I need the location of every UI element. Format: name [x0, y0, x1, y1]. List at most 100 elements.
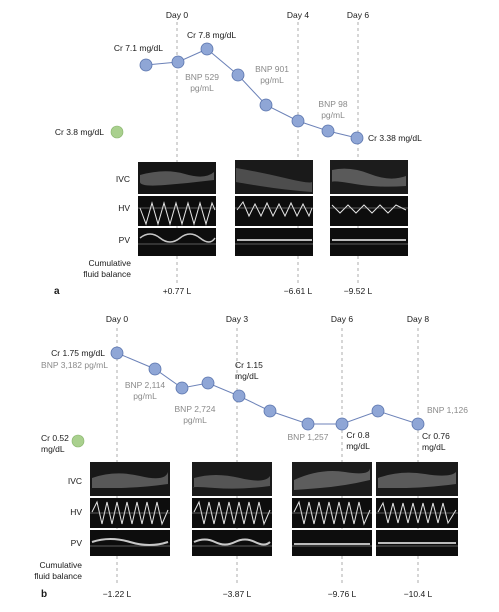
ivc-vessel: [377, 472, 456, 488]
data-point: [335, 417, 349, 431]
bnp-label: BNP 1,257: [288, 432, 329, 442]
pv-waveform: [193, 538, 271, 546]
row-label-pv: PV: [71, 538, 83, 548]
ultrasound-column: [90, 462, 170, 556]
data-point: [200, 42, 214, 56]
cr-label: mg/dL: [235, 371, 259, 381]
data-point: [148, 362, 162, 376]
data-point: [411, 417, 425, 431]
data-point: [321, 124, 335, 138]
ivc-vessel: [193, 475, 270, 489]
ivc-vessel: [235, 168, 312, 192]
fluid-balance-label: Cumulative: [39, 560, 82, 570]
panel-a: Day 0 Day 4 Day 6 Cr 7.1 mg/dL Cr 7.8 mg…: [54, 10, 422, 297]
data-point: [110, 346, 124, 360]
pv-doppler-image: [330, 228, 408, 256]
cr-label: Cr 7.1 mg/dL: [114, 43, 163, 53]
data-point: [291, 114, 305, 128]
data-point: [259, 98, 273, 112]
bnp-label: BNP 2,724: [175, 404, 216, 414]
hv-doppler-image: [330, 196, 408, 226]
data-point: [232, 389, 246, 403]
cr-label: Cr 1.15: [235, 360, 263, 370]
fluid-balance-label: Cumulative: [88, 258, 131, 268]
day-label: Day 3: [226, 314, 248, 324]
trend-markers: [110, 346, 425, 431]
bnp-label: BNP 529: [185, 72, 219, 82]
pv-doppler-image: [138, 228, 216, 256]
day-label: Day 6: [331, 314, 353, 324]
data-point: [371, 404, 385, 418]
bnp-label: BNP 901: [255, 64, 289, 74]
panel-label: a: [54, 286, 60, 297]
fluid-value: −1.22 L: [103, 589, 132, 599]
fluid-value: −6.61 L: [284, 286, 313, 296]
bnp-unit: pg/mL: [190, 83, 214, 93]
row-label-hv: HV: [70, 507, 82, 517]
trend-line: [116, 352, 419, 425]
hv-waveform: [236, 201, 313, 218]
hv-doppler-image: [138, 196, 216, 226]
trend-markers: [139, 42, 364, 145]
pv-doppler-image: [235, 228, 313, 256]
fluid-value: −9.52 L: [344, 286, 373, 296]
ultrasound-column: [376, 462, 458, 556]
fluid-balance-label: fluid balance: [34, 571, 82, 581]
ivc-vessel: [140, 171, 214, 186]
data-point: [139, 58, 153, 72]
fluid-value: +0.77 L: [163, 286, 192, 296]
data-point: [171, 55, 185, 69]
bnp-label: BNP 98: [318, 99, 347, 109]
ivc-vessel: [91, 472, 168, 488]
ultrasound-column: [330, 160, 408, 256]
ivc-vessel: [294, 468, 370, 490]
bnp-unit: pg/mL: [260, 75, 284, 85]
baseline-cr-label: Cr 3.8 mg/dL: [55, 127, 104, 137]
cr-label: mg/dL: [346, 441, 370, 451]
bnp-label: BNP 2,114: [125, 380, 166, 390]
day-label: Day 6: [347, 10, 369, 20]
data-point: [301, 417, 315, 431]
row-label-hv: HV: [118, 203, 130, 213]
baseline-cr-label: mg/dL: [41, 444, 65, 454]
day-label: Day 0: [106, 314, 128, 324]
data-point: [175, 381, 189, 395]
baseline-cr-label: Cr 0.52: [41, 433, 69, 443]
cr-label: Cr 0.8: [346, 430, 369, 440]
row-label-ivc: IVC: [116, 174, 130, 184]
day-label: Day 8: [407, 314, 429, 324]
ultrasound-column: [138, 162, 216, 256]
ultrasound-column: [192, 462, 272, 556]
day-label: Day 4: [287, 10, 309, 20]
bnp-label: BNP 3,182 pg/mL: [41, 360, 108, 370]
ultrasound-column: [235, 160, 313, 256]
pv-waveform: [91, 538, 169, 546]
cr-label: Cr 7.8 mg/dL: [187, 30, 236, 40]
panel-label: b: [41, 589, 47, 600]
data-point: [263, 404, 277, 418]
fluid-value: −3.87 L: [223, 589, 252, 599]
baseline-marker: [71, 434, 85, 448]
hv-waveform: [139, 201, 216, 226]
fluid-balance-label: fluid balance: [83, 269, 131, 279]
pv-waveform: [139, 233, 216, 243]
ultrasound-column: [292, 462, 372, 556]
panel-b: Day 0 Day 3 Day 6 Day 8 Cr 1.75 mg/dL BN…: [34, 314, 468, 600]
baseline-marker: [110, 125, 124, 139]
row-label-ivc: IVC: [68, 476, 82, 486]
day-label: Day 0: [166, 10, 188, 20]
hv-waveform: [331, 204, 407, 214]
bnp-unit: pg/mL: [133, 391, 157, 401]
bnp-label: BNP 1,126: [427, 405, 468, 415]
data-point: [231, 68, 245, 82]
row-label-pv: PV: [119, 235, 131, 245]
cr-label: mg/dL: [422, 442, 446, 452]
cr-label: Cr 3.38 mg/dL: [368, 133, 422, 143]
cr-label: Cr 1.75 mg/dL: [51, 348, 105, 358]
fluid-value: −10.4 L: [404, 589, 433, 599]
bnp-unit: pg/mL: [321, 110, 345, 120]
ivc-vessel: [332, 168, 406, 187]
data-point: [350, 131, 364, 145]
cr-label: Cr 0.76: [422, 431, 450, 441]
